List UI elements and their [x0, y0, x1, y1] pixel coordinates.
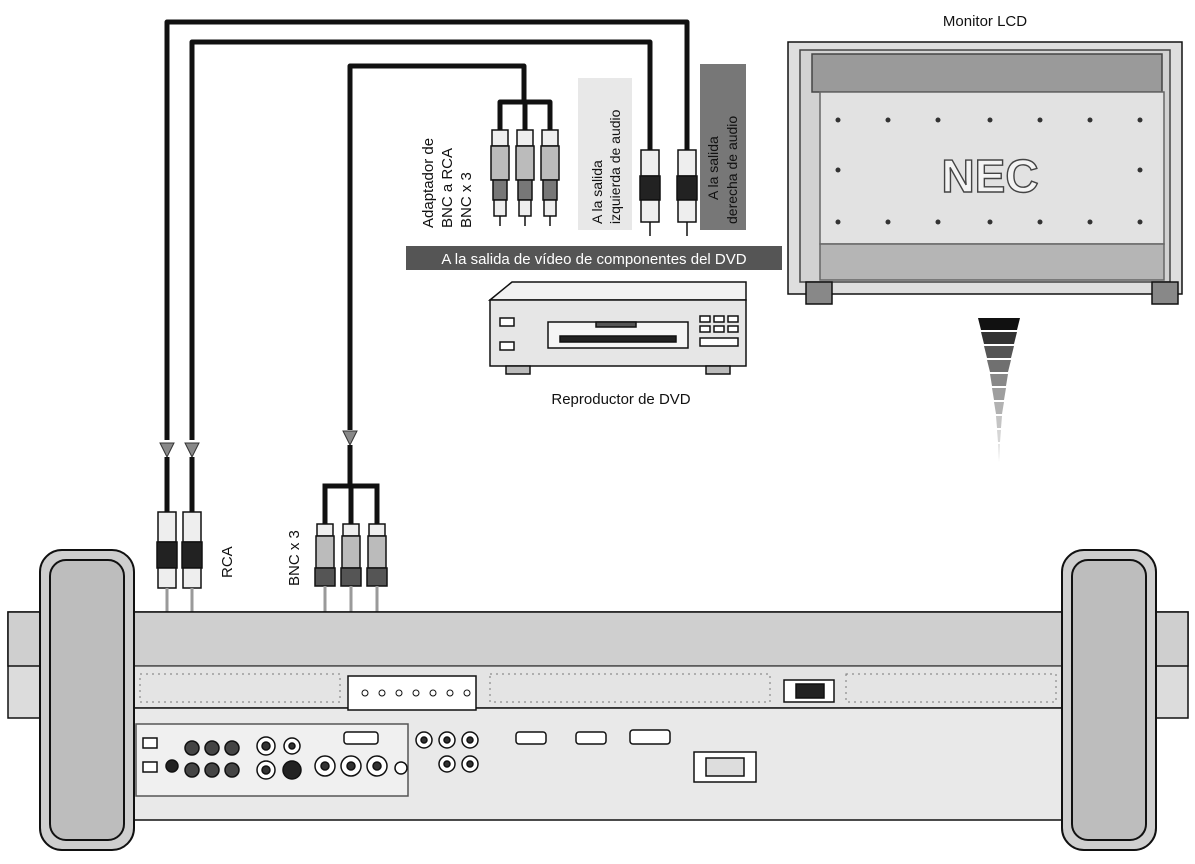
component-cable [347, 63, 553, 430]
audio-left-line2: izquierda de audio [607, 109, 623, 224]
lower-component-cable [322, 445, 380, 524]
vent-pattern [139, 673, 1057, 703]
bnc-to-rca-adapters [490, 129, 560, 226]
monitor-back-panel [7, 611, 1189, 821]
component-out-label-bg [406, 246, 782, 270]
audio-right-line2: derecha de audio [724, 116, 740, 224]
monitor-stands [39, 549, 1157, 851]
rca-label: RCA [219, 546, 236, 578]
rca-plugs-lower [156, 511, 203, 589]
monitor-title: Monitor LCD [943, 13, 1027, 30]
input-terminals [142, 729, 757, 783]
wedge-shade-scale-icon [978, 318, 1020, 462]
monitor-brand-logo: NEC [941, 150, 1038, 202]
audio-right-label: A la salida derecha de audio [705, 116, 740, 224]
bnc-x3-label: BNC x 3 [286, 530, 303, 586]
bnc-plugs-lower [314, 523, 388, 587]
audio-right-label-bg [700, 64, 746, 230]
dvd-player [487, 281, 747, 375]
switch-leds [361, 689, 471, 697]
adapter-label: Adaptador de BNC a RCA BNC x 3 [420, 138, 475, 228]
audio-right-line1: A la salida [705, 136, 721, 200]
adapter-label-line1: Adaptador de [420, 138, 437, 228]
adapter-label-line2: BNC a RCA [439, 148, 456, 228]
audio-left-label-bg [578, 78, 632, 230]
rca-plugs-top [639, 149, 698, 236]
component-out-label: A la salida de vídeo de componentes del … [441, 251, 746, 268]
adapter-label-line3: BNC x 3 [458, 172, 475, 228]
lower-audio-cable [164, 457, 195, 512]
lcd-monitor [787, 41, 1183, 305]
down-arrow-icon [159, 430, 358, 459]
monitor-screws [835, 117, 1143, 225]
audio-left-line1: A la salida [589, 160, 605, 224]
audio-left-label: A la salida izquierda de audio [589, 109, 623, 224]
audio-cables [164, 19, 690, 440]
dvd-player-label: Reproductor de DVD [551, 391, 690, 408]
